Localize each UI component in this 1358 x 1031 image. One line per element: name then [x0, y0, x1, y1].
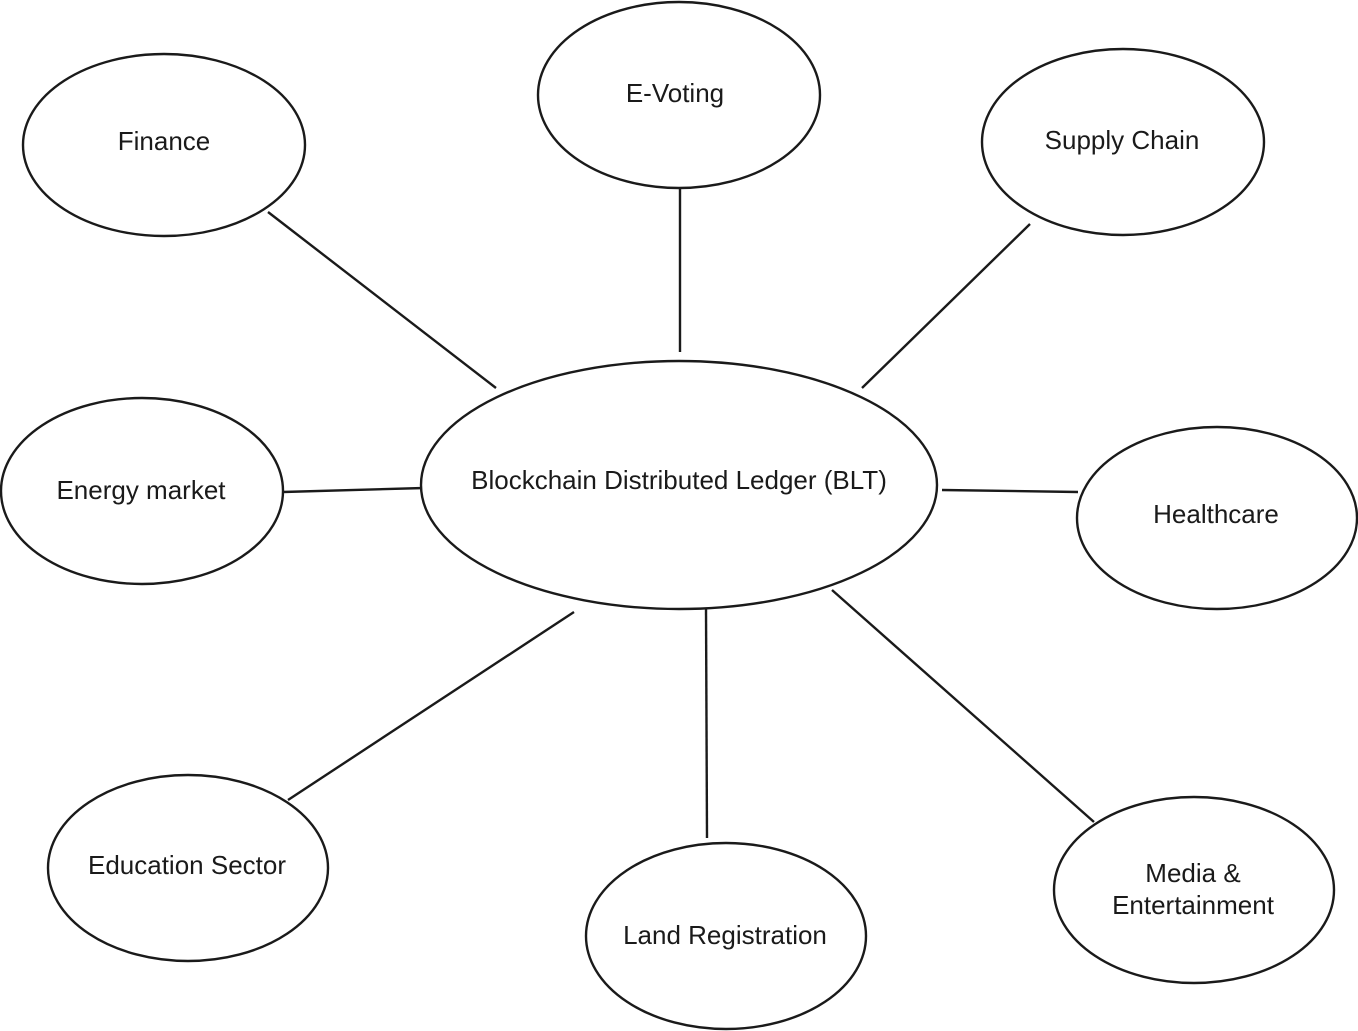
node-land-registration-label: Land Registration: [623, 920, 827, 950]
node-finance-label: Finance: [118, 126, 211, 156]
connector-media-entertainment: [831, 589, 1095, 823]
node-land-registration: Land Registration: [584, 841, 868, 1031]
connector-supply-chain: [861, 223, 1031, 389]
node-supply-chain-ellipse: [980, 47, 1266, 237]
node-education-sector-label: Education Sector: [88, 850, 286, 880]
connector-energy-market: [282, 486, 425, 494]
node-healthcare-label: Healthcare: [1153, 499, 1279, 529]
node-media-entertainment-label-line-1: Media &: [1145, 858, 1240, 888]
node-energy-market-label: Energy market: [56, 475, 226, 505]
connector-finance: [267, 211, 497, 389]
node-finance: Finance: [21, 52, 307, 238]
node-media-entertainment-label-line-2: Entertainment: [1112, 890, 1275, 920]
connector-land-registration: [704, 607, 709, 839]
node-supply-chain: Supply Chain: [980, 47, 1266, 237]
connector-healthcare: [941, 488, 1079, 494]
connectors: [267, 188, 1095, 839]
node-healthcare-ellipse: [1075, 425, 1358, 611]
node-e-voting-label: E-Voting: [626, 78, 724, 108]
node-supply-chain-label: Supply Chain: [1045, 125, 1200, 155]
node-finance-ellipse: [21, 52, 307, 238]
node-education-sector-ellipse: [46, 773, 330, 963]
center-node-ellipse: [419, 359, 939, 611]
node-land-registration-ellipse: [584, 841, 868, 1031]
node-energy-market-ellipse: [0, 396, 285, 586]
node-media-entertainment: Media & Entertainment: [1052, 795, 1336, 985]
node-energy-market: Energy market: [0, 396, 285, 586]
node-e-voting-ellipse: [536, 0, 822, 190]
node-media-entertainment-ellipse: [1052, 795, 1336, 985]
node-education-sector: Education Sector: [46, 773, 330, 963]
node-e-voting: E-Voting: [536, 0, 822, 190]
node-healthcare: Healthcare: [1075, 425, 1358, 611]
center-node: Blockchain Distributed Ledger (BLT): [419, 359, 939, 611]
center-node-label: Blockchain Distributed Ledger (BLT): [471, 465, 887, 495]
connector-education-sector: [287, 610, 575, 802]
